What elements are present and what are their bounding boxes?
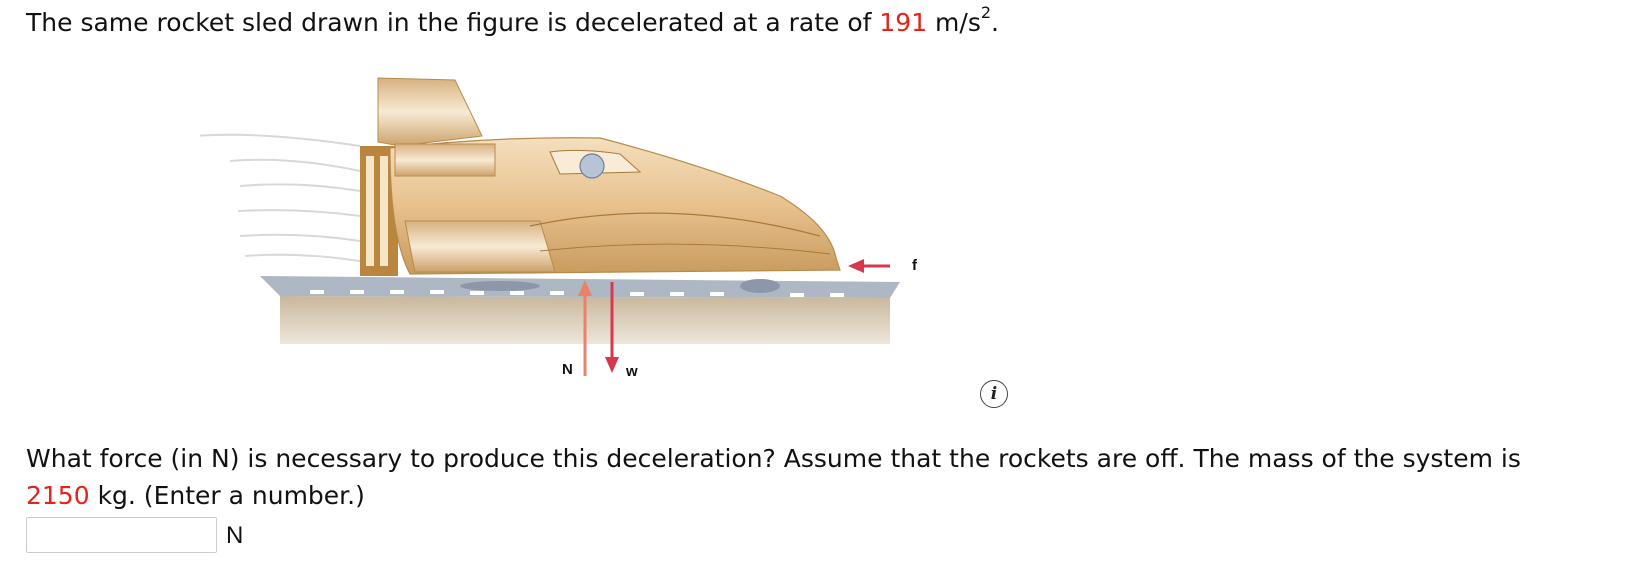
friction-arrowhead [848, 259, 864, 273]
intro-text: The same rocket sled drawn in the figure… [26, 8, 880, 37]
info-icon[interactable]: i [980, 380, 1008, 408]
engine-pod-lower [404, 220, 556, 273]
skid-rear [460, 281, 540, 291]
friction-label: f [912, 257, 918, 274]
answer-unit: N [226, 522, 244, 549]
deceleration-value: 191 [879, 8, 928, 37]
question-suffix: kg. (Enter a number.) [89, 481, 365, 510]
problem-intro: The same rocket sled drawn in the figure… [26, 5, 999, 38]
rocket-sled-figure: f N w [200, 77, 918, 380]
normal-force-arrowhead [578, 280, 592, 296]
engine-pod-upper [394, 143, 496, 177]
info-glyph: i [990, 384, 998, 404]
deceleration-unit: m/s [927, 8, 981, 37]
question-line-2: 2150 kg. (Enter a number.) [26, 481, 365, 511]
normal-force-label: N [562, 361, 573, 378]
answer-input[interactable] [26, 517, 217, 553]
weight-arrowhead [605, 357, 619, 373]
exhaust-streaks [200, 133, 361, 262]
intro-period: . [991, 8, 999, 37]
track-rail [260, 276, 900, 298]
tail-fin [377, 77, 483, 147]
question-line-1: What force (in N) is necessary to produc… [26, 444, 1521, 474]
skid-front [740, 279, 780, 293]
pilot-helmet [579, 153, 605, 179]
weight-label: w [625, 363, 638, 380]
track-ties [310, 290, 844, 297]
mass-value: 2150 [26, 481, 90, 510]
unit-exponent: 2 [980, 3, 992, 22]
question-text: What force (in N) is necessary to produc… [26, 444, 1521, 473]
